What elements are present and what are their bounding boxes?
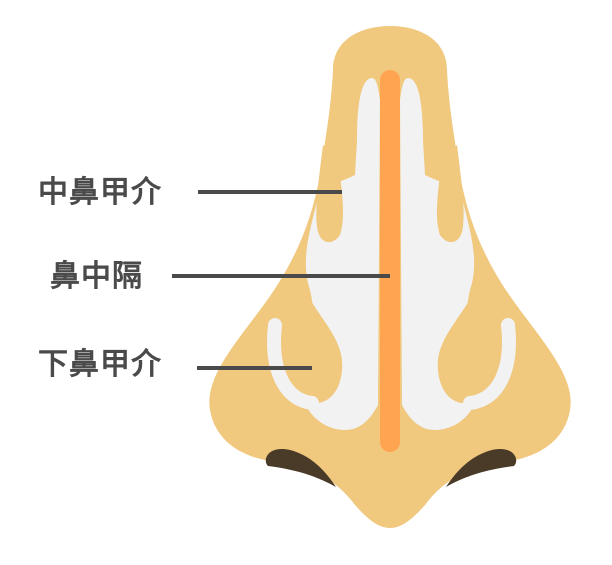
label-inferior-turbinate: 下鼻甲介 [38,347,162,382]
right-middle-turbinate [436,145,464,243]
leader-line-inferior-turbinate [197,366,312,370]
left-lower-hook [267,318,319,410]
right-inferior-turbinate [437,290,493,404]
left-inferior-turbinate [287,290,343,404]
leader-line-nasal-septum [172,274,390,278]
right-nostril [446,448,517,487]
nasal-septum-bar [380,70,400,452]
label-middle-turbinate: 中鼻甲介 [38,175,162,210]
leader-line-middle-turbinate [198,190,342,194]
left-nostril [265,448,336,487]
right-lower-hook [463,318,516,410]
label-nasal-septum: 鼻中隔 [50,259,143,294]
